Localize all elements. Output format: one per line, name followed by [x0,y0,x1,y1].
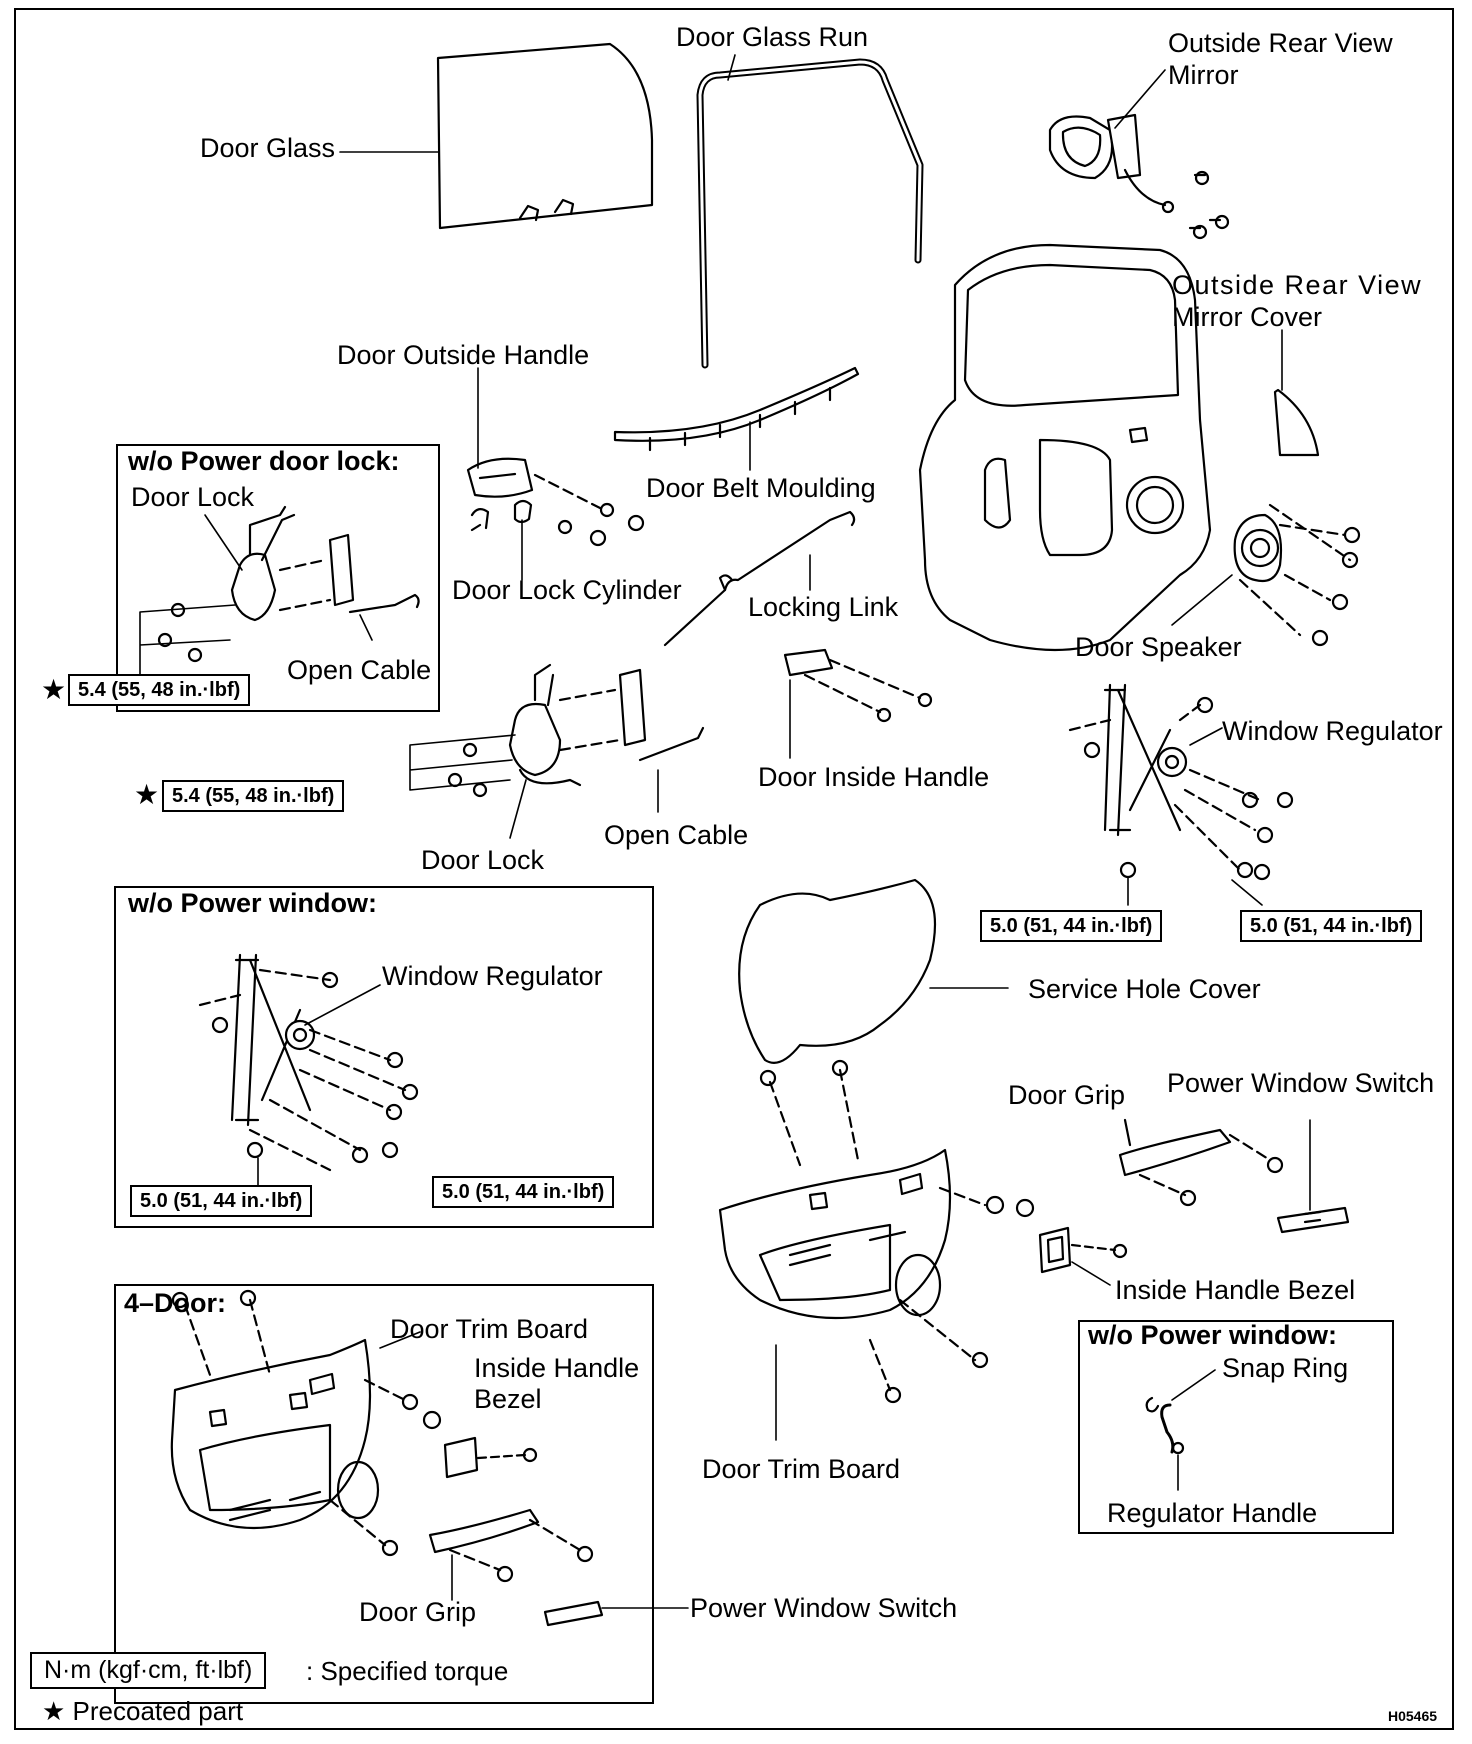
box-regulator-parts [198,953,419,1191]
torque-spec-box-regulator-left: 5.0 (51, 44 in.·lbf) [130,1185,313,1217]
label-door-belt-moulding: Door Belt Moulding [646,473,876,503]
box-snap-ring-title: w/o Power window: [1088,1320,1337,1350]
label-service-hole-cover: Service Hole Cover [1028,974,1261,1004]
label-door-speaker: Door Speaker [1075,632,1242,662]
box-power-door-lock-title: w/o Power door lock: [128,446,400,476]
door-inside-handle-part [783,648,933,759]
label-locking-link: Locking Link [748,592,899,622]
box-four-door-title: 4–Door: [124,1288,227,1318]
label-window-regulator: Window Regulator [1222,716,1443,746]
label-mirror-cover-line1: Outside Rear View [1172,270,1423,300]
box-power-door-lock-door-lock: Door Lock [131,482,255,512]
box-snap-ring-label: Snap Ring [1222,1353,1349,1383]
label-outside-mirror-line2: Mirror [1168,60,1239,90]
label-door-trim-board: Door Trim Board [702,1454,901,1484]
door-glass-part [339,42,654,230]
outside-mirror-part [1048,69,1230,240]
door-outside-handle-part [466,367,645,581]
box-lock-parts [117,505,420,686]
label-outside-mirror-line1: Outside Rear View [1168,28,1393,58]
diagram-frame [14,8,1454,1730]
box-regulator-handle-label: Regulator Handle [1107,1498,1318,1528]
box-power-window-regulator: Window Regulator [382,961,603,991]
legend-torque-description: : Specified torque [306,1656,509,1686]
window-regulator-part [1068,683,1294,906]
door-belt-moulding-part [613,366,860,471]
label-mirror-cover-line2: Mirror Cover [1172,302,1323,332]
figure-code: H05465 [1388,1708,1438,1724]
box-four-door-parts [170,1289,689,1627]
service-hole-cover-part [738,878,1009,1064]
box-without-power-door-lock [116,444,440,712]
label-door-glass: Door Glass [200,133,336,163]
box-four-door-inside-handle-bezel-line1: Inside Handle [474,1353,640,1383]
label-door-inside-handle: Door Inside Handle [758,762,990,792]
mirror-cover-part [1273,329,1320,457]
label-power-window-switch: Power Window Switch [1167,1068,1435,1098]
label-door-lock: Door Lock [421,845,545,875]
label-open-cable: Open Cable [604,820,749,850]
precoated-star-marker-box: ★ [41,674,67,705]
box-four-door-inside-handle-bezel-line2: Bezel [474,1384,542,1414]
door-glass-run-part [696,54,924,369]
box-power-door-lock-open-cable: Open Cable [287,655,432,685]
box-without-power-window [114,886,654,1228]
label-door-glass-run: Door Glass Run [676,22,869,52]
locking-link-part [663,510,856,647]
torque-spec-box-regulator-right: 5.0 (51, 44 in.·lbf) [432,1176,615,1208]
box-four-door-trim-board: Door Trim Board [390,1314,589,1344]
torque-spec-regulator-right: 5.0 (51, 44 in.·lbf) [1240,910,1423,942]
box-four-door [114,1284,654,1704]
torque-spec-regulator-left: 5.0 (51, 44 in.·lbf) [980,910,1163,942]
precoated-star-marker: ★ [134,779,160,810]
label-door-lock-cylinder: Door Lock Cylinder [452,575,682,605]
torque-spec-lock: 5.4 (55, 48 in.·lbf) [162,780,345,812]
door-speaker-part [1171,503,1361,647]
box-four-door-door-grip: Door Grip [359,1597,477,1627]
door-trim-board-part [718,1059,1035,1441]
inside-handle-bezel-part [1038,1226,1128,1286]
door-panel-part [918,243,1212,652]
box-snap-ring-parts [1145,1369,1216,1491]
legend-torque-units-box: N·m (kgf·cm, ft·lbf) [30,1652,267,1689]
door-grip-part [1118,1118,1350,1234]
legend-precoated-part: ★ Precoated part [42,1696,244,1726]
box-power-window-title: w/o Power window: [128,888,377,918]
box-four-door-power-window-switch: Power Window Switch [690,1593,958,1623]
door-lock-part [409,663,705,839]
box-without-power-window-snap-ring [1078,1320,1394,1534]
torque-spec-box-lock: 5.4 (55, 48 in.·lbf) [68,674,251,706]
label-inside-handle-bezel: Inside Handle Bezel [1115,1275,1356,1305]
label-door-grip: Door Grip [1008,1080,1126,1110]
label-door-outside-handle: Door Outside Handle [337,340,590,370]
